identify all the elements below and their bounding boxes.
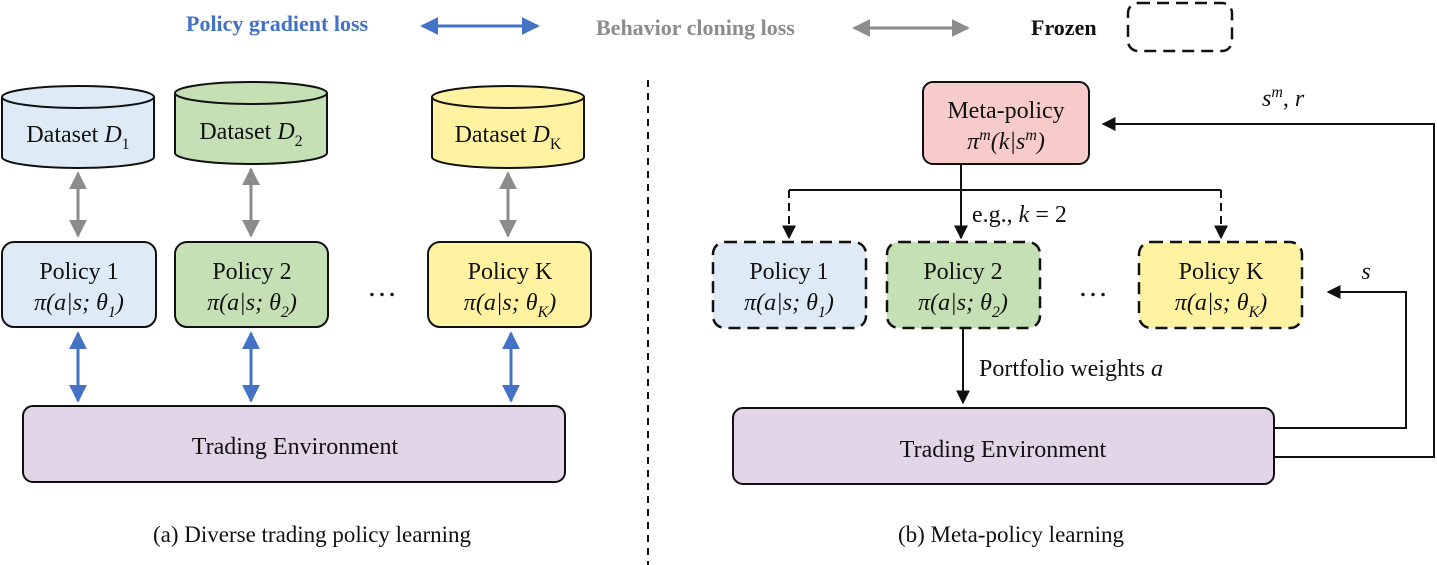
- dataset-1-cylinder: Dataset D1: [1, 85, 155, 169]
- legend-behavior-cloning-label: Behavior cloning loss: [596, 15, 795, 40]
- frozen-policy-k-box: Policy K π(a|s; θK): [1137, 240, 1304, 330]
- dataset-2-label: Dataset D2: [199, 119, 302, 150]
- policy-2-label: Policy 2: [212, 259, 291, 285]
- dataset-2-cylinder: Dataset D2: [174, 81, 328, 165]
- caption-a: (a) Diverse trading policy learning: [153, 522, 472, 547]
- legend-policy-gradient-label: Policy gradient loss: [186, 11, 369, 36]
- frozen-policy-1-label: Policy 1: [749, 259, 828, 285]
- policy-k-formula: π(a|s; θK): [464, 290, 556, 321]
- policy-k-label: Policy K: [468, 259, 553, 285]
- weights-label: Portfolio weights a: [979, 356, 1163, 382]
- environment-b-box: Trading Environment: [732, 407, 1275, 485]
- frozen-policy-2-label: Policy 2: [923, 259, 1002, 285]
- policy-1-box: Policy 1 π(a|s; θ1): [1, 241, 157, 328]
- legend-frozen-swatch: [1126, 1, 1234, 53]
- panel-b: Meta-policy πm(k|sm) e.g., k = 2 Policy …: [711, 81, 1435, 547]
- frozen-policy-k-label: Policy K: [1179, 259, 1264, 285]
- environment-a-label: Trading Environment: [192, 434, 399, 460]
- state-feedback-arrow: [1274, 285, 1407, 429]
- meta-policy-title: Meta-policy: [947, 98, 1064, 124]
- dataset-k-label: Dataset DK: [455, 122, 562, 153]
- frozen-policy-1-box: Policy 1 π(a|s; θ1): [711, 240, 868, 330]
- dataset-k-cylinder: Dataset DK: [431, 85, 585, 169]
- state-label: s: [1361, 259, 1370, 285]
- frozen-policy-2-box: Policy 2 π(a|s; θ2): [885, 240, 1042, 330]
- caption-b: (b) Meta-policy learning: [898, 522, 1125, 547]
- environment-b-label: Trading Environment: [900, 437, 1107, 463]
- example-label: e.g., k = 2: [972, 202, 1067, 228]
- environment-a-box: Trading Environment: [22, 405, 566, 483]
- policies-ellipsis-a: …: [367, 270, 397, 303]
- panel-a: Dataset D1 Dataset D2 Dataset DK Policy …: [1, 81, 592, 547]
- dataset-1-label: Dataset D1: [26, 122, 129, 153]
- policies-ellipsis-b: …: [1078, 270, 1108, 303]
- meta-feedback-arrow: [1101, 117, 1435, 458]
- legend-frozen-label: Frozen: [1031, 15, 1097, 40]
- policy-2-box: Policy 2 π(a|s; θ2): [174, 241, 329, 328]
- policy-1-label: Policy 1: [39, 259, 118, 285]
- meta-policy-formula: πm(k|sm): [967, 127, 1045, 155]
- legend: Policy gradient loss Behavior cloning lo…: [186, 1, 1234, 53]
- meta-policy-box: Meta-policy πm(k|sm): [922, 81, 1090, 165]
- policy-k-box: Policy K π(a|s; θK): [427, 241, 592, 328]
- meta-feedback-label: sm, r: [1262, 84, 1305, 112]
